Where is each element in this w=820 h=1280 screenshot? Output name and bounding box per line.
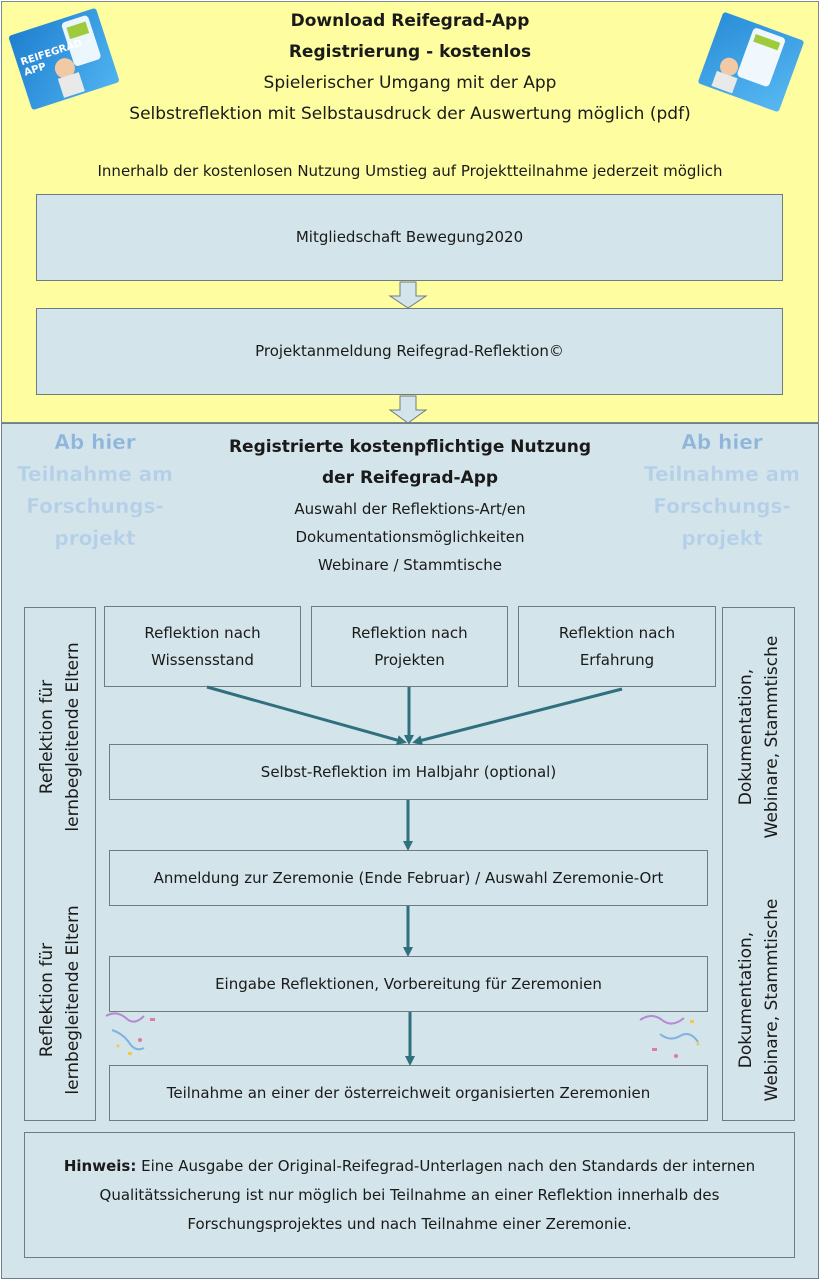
watermark-right-line-4: projekt xyxy=(681,526,763,550)
free-note: Innerhalb der kostenlosen Nutzung Umstie… xyxy=(97,162,723,180)
arrow-experience-to-self xyxy=(412,687,623,746)
project-registration-box: Projektanmeldung Reifegrad-Reflektion© xyxy=(36,308,783,395)
watermark-left-line-4: projekt xyxy=(54,526,136,550)
option-projects-line-2: Projekten xyxy=(374,650,445,669)
watermark-right-line-2: Teilnahme am xyxy=(644,462,800,486)
arrow-knowledge-to-self xyxy=(206,685,407,745)
hint-line-3: Forschungsprojektes und nach Teilnahme e… xyxy=(187,1214,632,1233)
free-line-2: Selbstreflektion mit Selbstausdruck der … xyxy=(129,104,691,124)
step-ceremony-participation-label: Teilnahme an einer der österreichweit or… xyxy=(166,1083,651,1102)
watermark-right-line-1: Ab hier xyxy=(681,430,763,454)
paid-title-1: Registrierte kostenpflichtige Nutzung xyxy=(228,437,592,457)
right-column-box xyxy=(722,607,795,1121)
free-subtitle: Registrierung - kostenlos xyxy=(288,42,532,62)
hint-line-2: Qualitätssicherung ist nur möglich bei T… xyxy=(99,1185,720,1204)
app-promo-image-left: REIFEGRAD APP xyxy=(8,7,120,111)
paid-line-3: Webinare / Stammtische xyxy=(318,556,502,574)
watermark-right: Ab hier Teilnahme am Forschungs- projekt xyxy=(634,426,810,554)
step-input-reflections-box: Eingabe Reflektionen, Vorbereitung für Z… xyxy=(109,956,708,1012)
hollow-arrows xyxy=(388,281,428,424)
step-ceremony-registration-box: Anmeldung zur Zeremonie (Ende Februar) /… xyxy=(109,850,708,906)
watermark-left-line-2: Teilnahme am xyxy=(17,462,173,486)
confetti-right xyxy=(639,1015,700,1058)
option-projects-line-1: Reflektion nach xyxy=(351,623,468,642)
app-promo-image-right xyxy=(697,11,805,113)
paid-title-2: der Reifegrad-App xyxy=(321,468,499,488)
option-knowledge-box: Reflektion nach Wissensstand xyxy=(104,606,301,687)
hollow-arrow-1 xyxy=(388,281,428,309)
option-knowledge-line-2: Wissensstand xyxy=(151,650,254,669)
project-registration-label: Projektanmeldung Reifegrad-Reflektion© xyxy=(255,342,564,360)
step-ceremony-participation-box: Teilnahme an einer der österreichweit or… xyxy=(109,1065,708,1121)
paid-line-1: Auswahl der Reflektions-Art/en xyxy=(294,500,526,518)
step-self-reflection-label: Selbst-Reflektion im Halbjahr (optional) xyxy=(260,762,557,781)
option-knowledge-line-1: Reflektion nach xyxy=(144,623,261,642)
hollow-arrow-2 xyxy=(388,395,428,424)
hint-label: Hinweis: xyxy=(63,1156,137,1175)
membership-label: Mitgliedschaft Bewegung2020 xyxy=(295,228,524,246)
option-projects-box: Reflektion nach Projekten xyxy=(311,606,508,687)
watermark-left-line-1: Ab hier xyxy=(54,430,136,454)
confetti-left xyxy=(105,1012,155,1055)
option-experience-box: Reflektion nach Erfahrung xyxy=(518,606,716,687)
watermark-right-line-3: Forschungs- xyxy=(653,494,791,518)
paid-line-2: Dokumentationsmöglichkeiten xyxy=(295,528,525,546)
hint-text-1: Eine Ausgabe der Original-Reifegrad-Unte… xyxy=(136,1156,756,1175)
watermark-left: Ab hier Teilnahme am Forschungs- projekt xyxy=(10,426,180,554)
membership-box: Mitgliedschaft Bewegung2020 xyxy=(36,194,783,281)
hint-line-1: Hinweis: Eine Ausgabe der Original-Reife… xyxy=(64,1152,755,1181)
free-line-1: Spielerischer Umgang mit der App xyxy=(263,73,557,93)
option-experience-line-2: Erfahrung xyxy=(579,650,655,669)
hint-box: Hinweis: Eine Ausgabe der Original-Reife… xyxy=(24,1132,795,1258)
option-experience-line-1: Reflektion nach xyxy=(558,623,676,642)
step-self-reflection-box: Selbst-Reflektion im Halbjahr (optional) xyxy=(109,744,708,800)
watermark-left-line-3: Forschungs- xyxy=(26,494,164,518)
step-ceremony-registration-label: Anmeldung zur Zeremonie (Ende Februar) /… xyxy=(153,868,664,887)
left-column-box xyxy=(24,607,96,1121)
step-input-reflections-label: Eingabe Reflektionen, Vorbereitung für Z… xyxy=(215,974,602,993)
free-title: Download Reifegrad-App xyxy=(290,11,530,31)
